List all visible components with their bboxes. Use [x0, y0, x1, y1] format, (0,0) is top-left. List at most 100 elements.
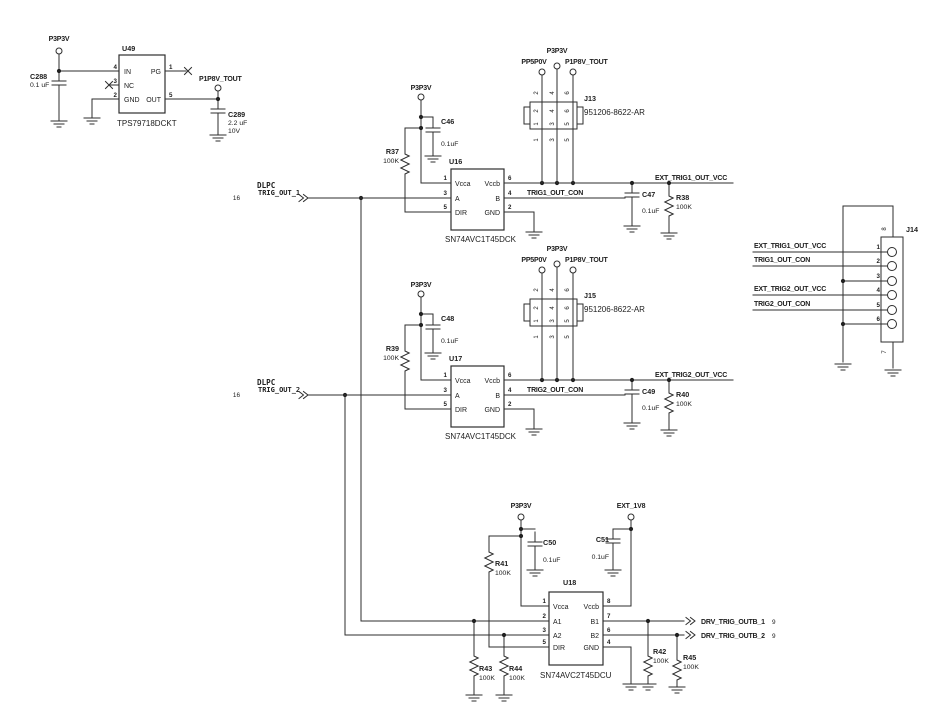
power-flag-icon — [55, 47, 63, 55]
j14-pinnum-5: 5 — [877, 302, 881, 309]
j15-pinnum: 5 — [565, 335, 571, 339]
j14-pin4-pad — [887, 290, 897, 300]
j13-pinnum: 2 — [534, 91, 540, 95]
ground-symbol — [525, 231, 543, 239]
r37-resistor — [400, 149, 410, 179]
junction-dot — [418, 125, 424, 131]
net-label-pp5p0v: PP5P0V — [521, 257, 547, 264]
j15-pinnum: 4 — [550, 306, 556, 310]
u17-ref: U17 — [449, 354, 462, 363]
j14-ref: J14 — [906, 225, 918, 234]
j13-pinnum: 3 — [550, 138, 556, 142]
u17-pinnum-3: 3 — [444, 387, 448, 394]
c47-value: 0.1uF — [642, 208, 659, 215]
c289-rating: 10V — [228, 128, 241, 135]
r44-ref: R44 — [509, 664, 522, 673]
c289-capacitor — [210, 98, 226, 124]
u17-pin-a: A — [455, 393, 460, 400]
u18-pin-dir: DIR — [553, 645, 565, 652]
u18-pin-a1: A1 — [553, 619, 562, 626]
c47-capacitor — [624, 182, 640, 208]
j14-pin1-pad — [887, 247, 897, 257]
u17-pinnum-5: 5 — [444, 401, 448, 408]
r40-value: 100K — [676, 401, 692, 408]
j15-jumper-block: PP5P0V P3P3V P1P8V_TOUT J15 951206-8622-… — [521, 246, 645, 381]
trig-out-bus-wires — [342, 195, 550, 636]
r45-value: 100K — [683, 664, 699, 671]
j15-pinnum: 5 — [565, 319, 571, 323]
ground-symbol — [424, 155, 442, 163]
net-label-trig2-out-con: TRIG2_OUT_CON — [754, 301, 810, 308]
u49-part-number: TPS79718DCKT — [117, 119, 177, 128]
u49-pin-in: IN — [124, 69, 131, 76]
c49-capacitor — [624, 379, 640, 405]
junction-dot — [418, 322, 424, 328]
sheet-ref-9: 9 — [772, 619, 776, 626]
u16-pinnum-5: 5 — [444, 204, 448, 211]
u49-body — [118, 54, 166, 114]
j14-pin6-pad — [887, 319, 897, 329]
u18-part-number: SN74AVC2T45DCU — [540, 671, 612, 680]
u17-pinnum-6: 6 — [508, 372, 512, 379]
u16-pinnum-3: 3 — [444, 190, 448, 197]
ground-symbol — [83, 117, 101, 125]
j14-pin5-pad — [887, 305, 897, 315]
sheet-ref-16: 16 — [233, 195, 241, 202]
j15-pinnum: 3 — [550, 319, 556, 323]
r45-resistor — [672, 655, 682, 685]
u17-pin-vcca: Vcca — [455, 378, 471, 385]
r42-ref: R42 — [653, 647, 666, 656]
junction-dot — [56, 68, 62, 74]
ground-symbol — [660, 232, 678, 240]
u16-pin-vccb: Vccb — [484, 181, 500, 188]
net-label-ext-trig2-out-vcc: EXT_TRIG2_OUT_VCC — [655, 372, 727, 379]
dlpc-label: DLPC — [257, 378, 276, 387]
junction-dot — [215, 96, 221, 102]
u17-level-shifter-block: P3P3V C48 0.1uF R39 100K U17 SN74AVC1T45… — [307, 282, 734, 441]
offpage-chevron-icon — [685, 631, 696, 639]
r39-value: 100K — [383, 355, 399, 362]
u49-regulator-block: P3P3V C288 0.1 uF U49 TPS79718DCKT IN NC… — [30, 36, 247, 142]
j15-pinnum: 3 — [550, 335, 556, 339]
net-label-ext-trig1-out-vcc: EXT_TRIG1_OUT_VCC — [655, 175, 727, 182]
u18-body — [548, 591, 604, 666]
j15-pinnum: 2 — [534, 306, 540, 310]
net-label-ext-trig2-out-vcc: EXT_TRIG2_OUT_VCC — [754, 286, 826, 293]
net-label-p3p3v: P3P3V — [49, 36, 70, 43]
net-label-ext-trig1-out-vcc: EXT_TRIG1_OUT_VCC — [754, 243, 826, 250]
u18-pinnum-6: 6 — [607, 627, 611, 634]
junction-dot — [418, 311, 424, 317]
c289-ref: C289 — [228, 110, 245, 119]
ground-symbol — [526, 569, 544, 577]
ground-symbol — [623, 422, 641, 430]
net-label-p3p3v: P3P3V — [411, 282, 432, 289]
r42-resistor — [643, 651, 653, 681]
u16-part-number: SN74AVC1T45DCK — [445, 235, 517, 244]
c46-capacitor — [425, 117, 441, 143]
net-label-trig2-out-con: TRIG2_OUT_CON — [527, 387, 583, 394]
junction-dot — [840, 321, 846, 327]
c288-ref: C288 — [30, 72, 47, 81]
u17-part-number: SN74AVC1T45DCK — [445, 432, 517, 441]
r44-value: 100K — [509, 675, 525, 682]
j15-pinnum: 4 — [550, 288, 556, 292]
net-label-p3p3v: P3P3V — [511, 503, 532, 510]
r39-ref: R39 — [386, 344, 399, 353]
j13-pinnum: 5 — [565, 122, 571, 126]
net-label-ext-1v8: EXT_1V8 — [617, 503, 646, 510]
u18-pinnum-7: 7 — [607, 613, 611, 620]
net-label-p1p8v-tout: P1P8V_TOUT — [565, 59, 609, 66]
j15-ref: J15 — [584, 291, 596, 300]
junction-dot — [629, 377, 635, 383]
power-flag-icon — [569, 266, 577, 274]
u18-pinnum-4: 4 — [607, 639, 611, 646]
u18-pin-vccb: Vccb — [583, 604, 599, 611]
j13-pinnum: 6 — [565, 91, 571, 95]
r38-value: 100K — [676, 204, 692, 211]
u18-pin-b1: B1 — [590, 619, 599, 626]
c47-ref: C47 — [642, 190, 655, 199]
offpage-chevron-icon — [685, 617, 696, 625]
ground-symbol — [622, 683, 640, 691]
u16-pinnum-1: 1 — [444, 175, 448, 182]
